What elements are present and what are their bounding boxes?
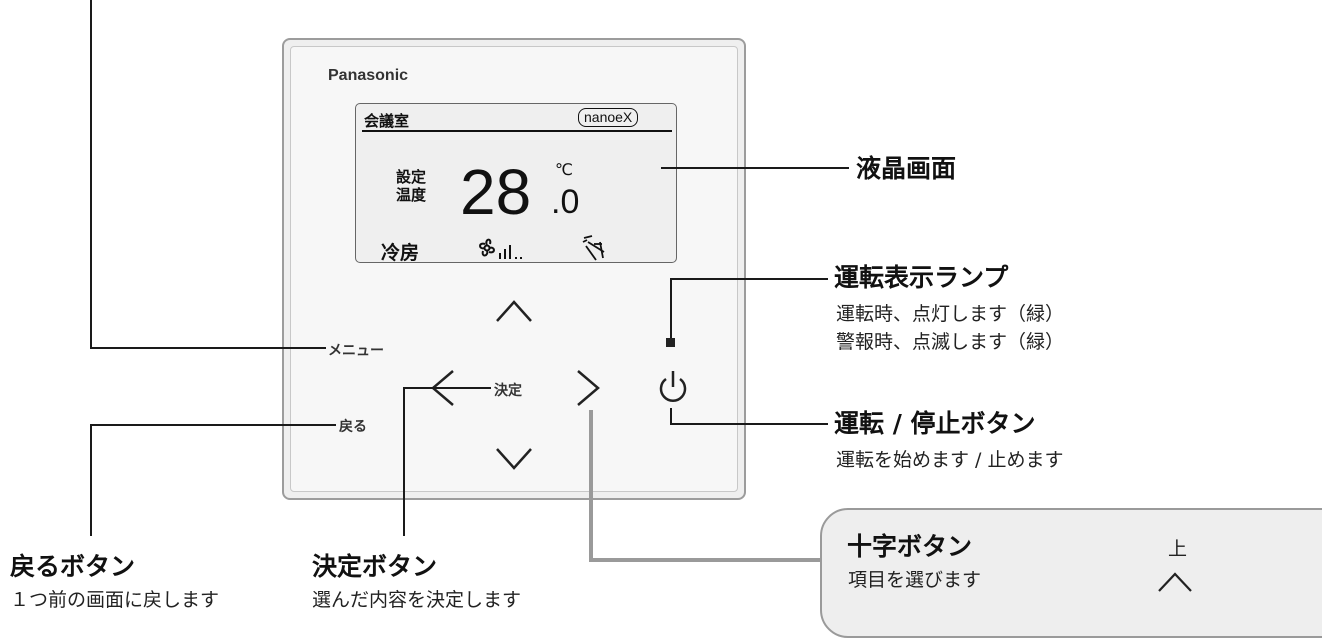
lcd-screen (355, 103, 677, 263)
confirm-button[interactable]: 決定 (494, 380, 522, 400)
back-button-title: 戻るボタン (10, 552, 136, 581)
lcd-leader-line (661, 167, 849, 169)
lcd-screen-title: 液晶画面 (856, 154, 957, 183)
menu-leader-line (90, 0, 92, 349)
cross-leader-line (589, 558, 822, 562)
confirm-leader-line (403, 387, 405, 536)
down-arrow-icon[interactable] (494, 446, 534, 472)
lamp-desc-line-2: 警報時、点滅します（緑） (836, 331, 1065, 353)
lamp-leader-line (670, 278, 828, 280)
cross-up-label: 上 (1168, 538, 1188, 560)
back-leader-line (90, 424, 336, 426)
fan-speed-bars-icon (499, 245, 522, 259)
back-leader-line (90, 424, 92, 536)
menu-leader-line (90, 347, 326, 349)
lcd-temperature-decimal: .0 (551, 183, 580, 221)
power-leader-line (670, 408, 672, 425)
back-button-desc: １つ前の画面に戻します (10, 589, 220, 611)
menu-button[interactable]: メニュー (328, 340, 384, 360)
power-button-desc: 運転を始めます / 止めます (836, 449, 1064, 471)
confirm-button-title: 決定ボタン (312, 552, 438, 581)
up-arrow-icon[interactable] (494, 298, 534, 324)
operation-lamp-icon (666, 338, 675, 347)
fan-icon (479, 238, 495, 257)
power-icon[interactable] (656, 367, 690, 407)
lcd-room-name: 会議室 (364, 112, 410, 130)
louver-swing-icon (582, 235, 605, 261)
lcd-temperature-integer: 28 (460, 156, 532, 228)
lcd-temperature-unit: ℃ (555, 160, 573, 179)
power-button-title: 運転 / 停止ボタン (834, 409, 1036, 438)
confirm-button-desc: 選んだ内容を決定します (312, 589, 522, 611)
right-arrow-icon[interactable] (575, 368, 603, 408)
lamp-leader-line (670, 278, 672, 338)
lcd-divider (362, 130, 672, 132)
confirm-leader-line (403, 387, 491, 389)
cross-button-desc: 項目を選びます (848, 569, 982, 591)
power-leader-line (670, 423, 828, 425)
lamp-title: 運転表示ランプ (834, 263, 1009, 292)
brand-logo: Panasonic (328, 67, 409, 84)
lcd-mode: 冷房 (381, 242, 420, 264)
cross-leader-line (589, 410, 593, 562)
lcd-set-temperature-label: 設定温度 (396, 168, 427, 204)
lcd-nanoe-badge: nanoeX (578, 108, 639, 127)
lamp-desc-line-1: 運転時、点灯します（緑） (836, 303, 1065, 325)
back-button[interactable]: 戻る (339, 416, 367, 436)
up-arrow-icon (1158, 572, 1192, 592)
cross-button-title: 十字ボタン (847, 532, 973, 561)
